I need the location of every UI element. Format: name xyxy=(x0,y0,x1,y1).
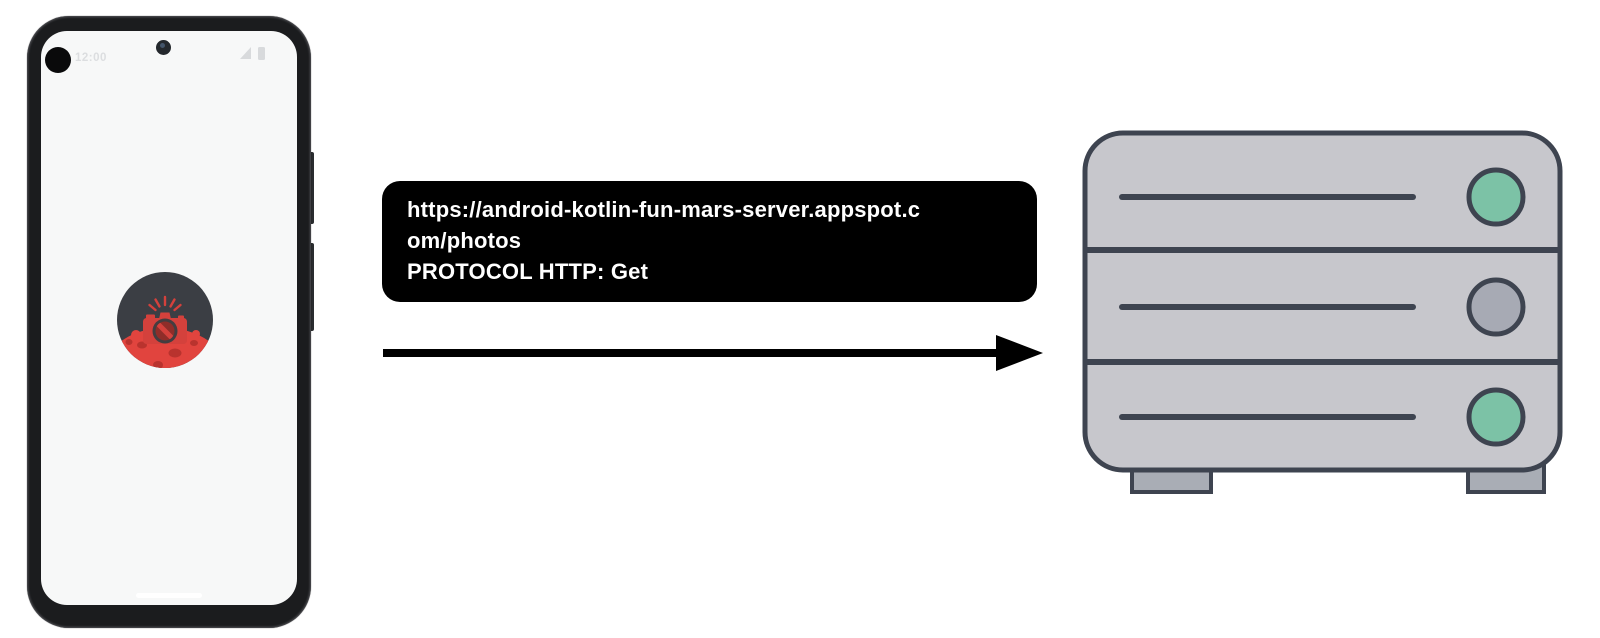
mars-planet xyxy=(117,328,213,368)
status-time: 12:00 xyxy=(75,52,107,64)
camera-flash-rays xyxy=(148,295,182,312)
front-camera-cutout xyxy=(156,40,171,55)
status-icons xyxy=(240,47,265,60)
request-protocol-line: PROTOCOL HTTP: Get xyxy=(407,259,649,284)
status-circle-icon xyxy=(45,47,71,73)
mars-craters xyxy=(125,339,210,368)
navigation-handle xyxy=(136,593,202,598)
arrow-head xyxy=(996,335,1043,371)
http-request-bubble: https://android-kotlin-fun-mars-server.a… xyxy=(382,181,1037,302)
request-url-line-1: https://android-kotlin-fun-mars-server.a… xyxy=(407,197,921,222)
android-phone: 12:00 xyxy=(27,16,314,628)
signal-icon xyxy=(240,47,251,59)
server-body xyxy=(1082,130,1563,473)
camera-icon xyxy=(143,295,187,344)
camera-lens-glare xyxy=(155,321,175,341)
server-led-3 xyxy=(1466,387,1526,447)
request-arrow xyxy=(383,335,1043,371)
request-url-line-2: om/photos xyxy=(407,228,522,253)
server-led-1 xyxy=(1466,167,1526,227)
mars-photos-app-icon xyxy=(117,272,213,368)
phone-screen: 12:00 xyxy=(41,31,297,605)
server-led-2 xyxy=(1466,277,1526,337)
web-server xyxy=(1082,130,1563,494)
battery-icon xyxy=(258,47,265,60)
